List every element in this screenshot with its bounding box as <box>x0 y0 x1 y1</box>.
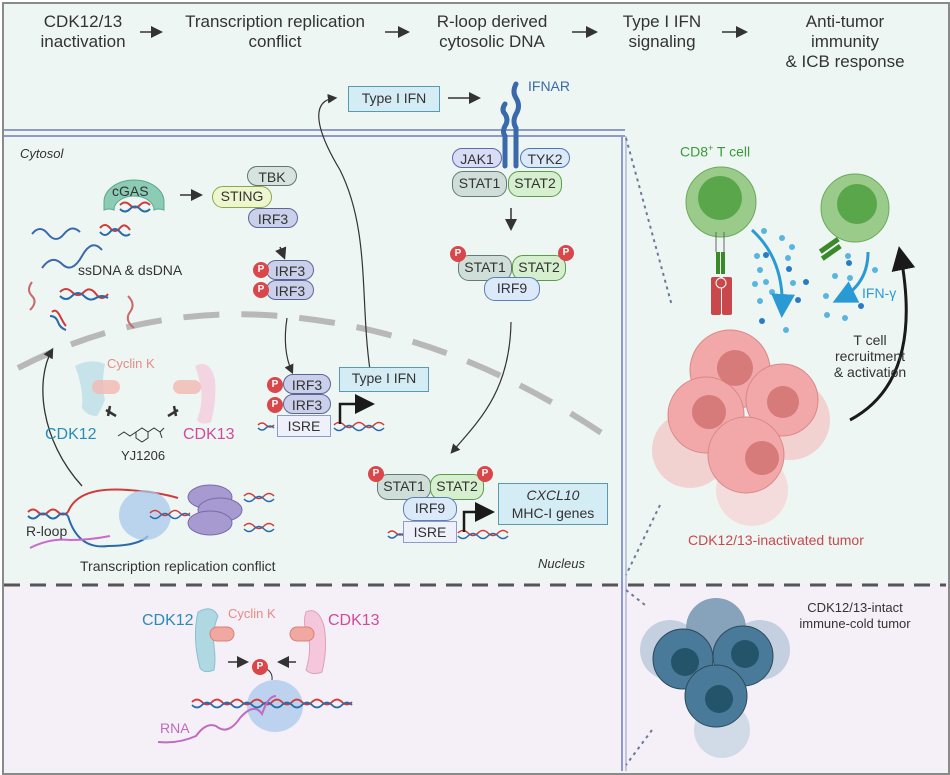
inactivated-tumor-icon <box>652 329 830 526</box>
cgas-icon <box>103 179 165 211</box>
normal-cdk13-label: CDK13 <box>328 612 380 629</box>
normal-phospho-icon: P <box>252 659 268 675</box>
p-irf3-protein-1: IRF3 <box>266 260 314 280</box>
normal-cyclin-right <box>289 626 315 642</box>
stat-nuclear-arrow <box>450 321 512 454</box>
flow-step-5: Anti-tumor immunity & ICB response <box>785 12 905 71</box>
isre-dna-stat <box>387 529 509 540</box>
normal-cdk12-label: CDK12 <box>142 612 194 629</box>
zoom-line-intact-top <box>625 589 646 606</box>
isre-irf3-box: ISRE <box>277 415 331 437</box>
flow-step-2: Transcription replication conflict <box>185 12 365 51</box>
zoom-line-mid <box>625 504 661 576</box>
sting-protein: STING <box>212 186 272 208</box>
second-t-cell-icon <box>818 173 890 261</box>
cell-membrane <box>4 129 627 771</box>
p-irf3-protein-2: IRF3 <box>266 280 314 300</box>
flow-step-1: CDK12/13 inactivation <box>40 12 126 51</box>
nuclear-stat2: STAT2 <box>430 474 484 500</box>
inactivated-tumor-label: CDK12/13-inactivated tumor <box>688 532 864 548</box>
recruitment-arrow <box>849 246 916 422</box>
p-stat1-protein: STAT1 <box>458 255 512 281</box>
phospho-irf3-icon-2: P <box>253 282 269 298</box>
cxcl10-mhc-gene-box: CXCL10 MHC-I genes <box>498 483 608 525</box>
inhibition-icon <box>105 405 179 418</box>
nucleus-label: Nucleus <box>538 556 585 571</box>
intact-tumor-icon <box>640 598 790 758</box>
phospho-nuclear-stat2: P <box>477 466 493 482</box>
tbk-protein: TBK <box>247 166 297 186</box>
phospho-nuclear-irf3-1: P <box>267 377 283 393</box>
cyclin-k-label: Cyclin K <box>107 356 155 371</box>
normal-cyclin-left <box>209 626 235 642</box>
flow-step-3: R-loop derived cytosolic DNA <box>436 12 548 51</box>
ifn-gamma-molecules <box>752 228 878 333</box>
irf3-protein: IRF3 <box>248 208 298 228</box>
replication-conflict-icon <box>27 484 275 549</box>
cdk13-label: CDK13 <box>183 426 235 443</box>
conflict-label: Transcription replication conflict <box>80 558 276 574</box>
phospho-stat2-icon: P <box>558 245 574 261</box>
ifnar-receptor-icon <box>500 81 521 169</box>
rloop-to-cytosol-arrow <box>42 347 83 487</box>
cd8-t-cell-icon <box>685 166 757 315</box>
zoom-line-intact-bottom <box>625 729 653 766</box>
cyclin-k-icon-right <box>173 380 201 394</box>
ifnar-label: IFNAR <box>528 78 570 94</box>
recruitment-label: T cell recruitment & activation <box>833 332 907 380</box>
nuclear-irf9: IRF9 <box>403 497 457 521</box>
promoter-arrow-cxcl10 <box>462 502 495 532</box>
rna-label: RNA <box>160 720 190 736</box>
normal-cyclin-k-label: Cyclin K <box>228 606 276 621</box>
stat1-protein: STAT1 <box>452 171 507 197</box>
phospho-stat1-icon: P <box>450 246 466 262</box>
irf3-phos-arrow <box>275 246 287 260</box>
p-stat2-protein: STAT2 <box>512 255 566 281</box>
phospho-irf3-icon-1: P <box>253 262 269 278</box>
rna-strand-icon <box>157 695 277 744</box>
cdk12-label: CDK12 <box>45 426 97 443</box>
normal-cdk13-icon <box>303 610 327 675</box>
cgas-label: cGAS <box>112 183 149 199</box>
promoter-arrow-ifn <box>338 394 375 424</box>
intact-tumor-label: CDK12/13-intact immune-cold tumor <box>799 600 911 631</box>
isre-stat-box: ISRE <box>403 521 457 543</box>
ifn-secretion-arrow <box>318 93 371 371</box>
rloop-label: R-loop <box>26 523 68 539</box>
cytosolic-dna-icon <box>28 201 151 331</box>
stat2-protein: STAT2 <box>508 171 562 197</box>
cyclin-k-icon-left <box>92 380 120 394</box>
nuclear-irf3-2: IRF3 <box>283 394 331 414</box>
jak1-protein: JAK1 <box>452 148 502 168</box>
irf3-nuclear-arrow <box>284 317 294 375</box>
nuclear-irf3-1: IRF3 <box>283 374 331 394</box>
irf9-protein: IRF9 <box>484 277 540 301</box>
ifn-gamma-release-arrow <box>750 228 796 318</box>
ifn-gamma-label: IFN-γ <box>862 285 897 301</box>
zoom-line-top <box>625 137 673 307</box>
phospho-nuclear-stat1: P <box>368 466 384 482</box>
phospho-nuclear-irf3-2: P <box>267 397 283 413</box>
cytosol-label: Cytosol <box>20 146 64 161</box>
type1-ifn-ligand-box: Type I IFN <box>348 86 440 112</box>
cdk12-protein-icon <box>75 361 105 416</box>
isre-dna-irf3 <box>257 421 385 432</box>
flow-step-4: Type I IFN signaling <box>622 12 702 51</box>
rna-polymerase-icon <box>247 680 303 732</box>
dna-label: ssDNA & dsDNA <box>78 262 183 278</box>
yj1206-label: YJ1206 <box>121 448 166 463</box>
tyk2-protein: TYK2 <box>520 148 570 168</box>
ifn-gamma-arrow <box>832 251 870 303</box>
cdk13-protein-icon <box>195 363 216 424</box>
normal-cdk12-icon <box>194 608 219 673</box>
nuclear-envelope <box>16 311 614 443</box>
normal-dna-icon <box>191 698 353 709</box>
yj1206-structure-icon <box>117 427 165 443</box>
normal-state-panel <box>4 583 948 771</box>
cd8-t-cell-label: CD8+ T cell <box>680 143 751 160</box>
type1-ifn-gene-box: Type I IFN <box>339 367 429 392</box>
